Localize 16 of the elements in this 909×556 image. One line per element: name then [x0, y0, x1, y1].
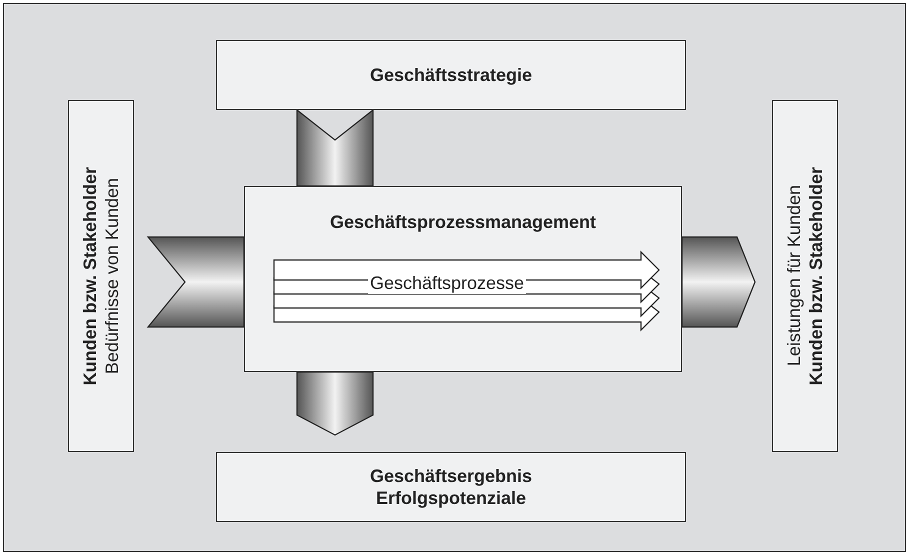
box-heading: Geschäftsstrategie: [370, 64, 532, 86]
management-box: [244, 186, 682, 372]
box-heading: Kunden bzw. Stakeholder: [805, 166, 827, 386]
result-box: [216, 452, 686, 522]
box-heading: Geschäftsprozessmanagement: [330, 211, 596, 233]
strategy-box: [216, 40, 686, 110]
block-arrow: [146, 236, 245, 328]
box-heading: Geschäftsergebnis: [370, 465, 532, 487]
box-text: Bedürfnisse von Kunden: [101, 178, 123, 374]
deliverables-box: [772, 100, 838, 452]
block-arrow: [296, 371, 374, 436]
stakeholder-box: [68, 100, 134, 452]
box-heading: Kunden bzw. Stakeholder: [79, 166, 101, 386]
box-text: Leistungen für Kunden: [783, 185, 805, 367]
box-heading: Erfolgspotenziale: [376, 487, 526, 509]
block-arrow: [296, 108, 374, 187]
